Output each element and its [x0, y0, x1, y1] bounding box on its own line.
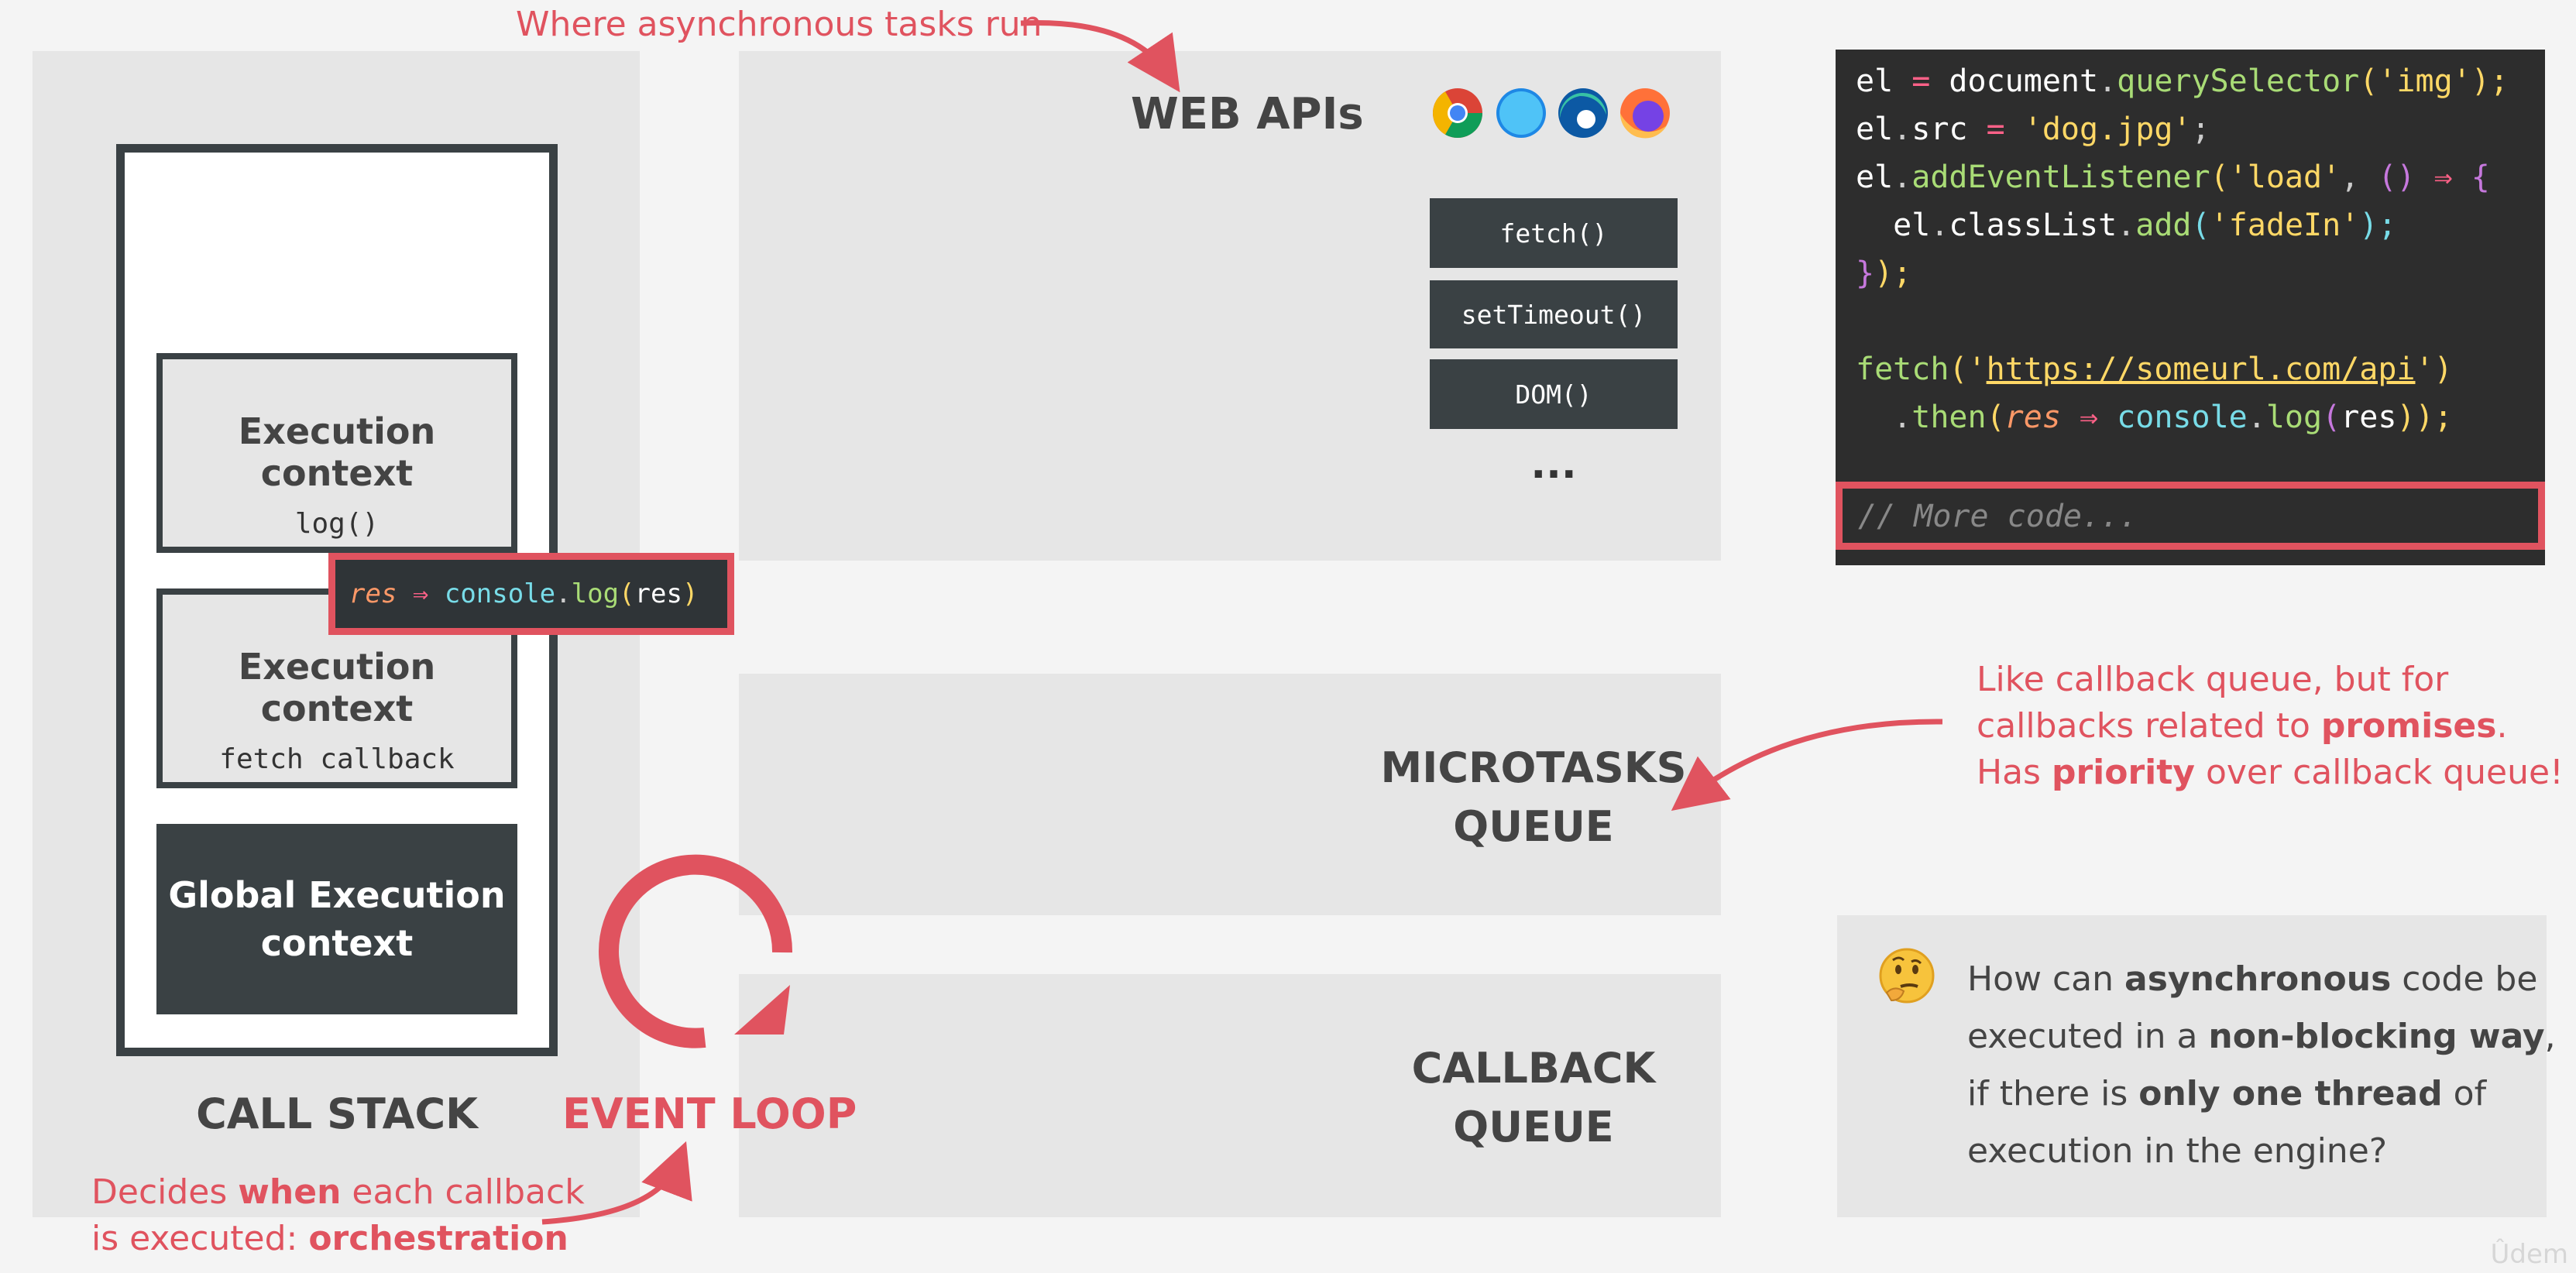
- global-execution-context: Global Execution context: [156, 824, 517, 1014]
- code-line-1: el = document.querySelector('img');: [1856, 63, 2509, 99]
- web-apis-title: WEB APIs: [1131, 89, 1364, 139]
- microtasks-queue-panel: [739, 674, 1721, 915]
- more-code-highlight: // More code...: [1836, 482, 2545, 550]
- web-apis-arrow: [1020, 20, 1180, 93]
- execution-context-sub: fetch callback: [219, 743, 455, 775]
- chrome-icon: [1433, 88, 1482, 138]
- event-loop-icon: [599, 854, 793, 1048]
- call-stack-label: CALL STACK: [196, 1089, 478, 1138]
- safari-icon: [1496, 88, 1546, 138]
- global-execution-line1: Global Execution: [168, 874, 506, 916]
- api-more: ...: [1530, 441, 1577, 488]
- edge-icon: [1558, 88, 1608, 138]
- chip-arg: res: [634, 578, 682, 609]
- thinking-emoji-icon: [1877, 946, 1936, 1005]
- microtasks-note: Like callback queue, but for callbacks r…: [1977, 660, 2564, 792]
- more-code-comment: // More code...: [1858, 499, 2138, 534]
- code-line-7: .then(res ⇒ console.log(res));: [1856, 400, 2453, 435]
- chip-function: log: [571, 578, 620, 609]
- chip-open: (: [619, 578, 635, 609]
- question-panel: [1837, 915, 2547, 1217]
- watermark: Ûdem: [2490, 1239, 2568, 1270]
- code-line-4: el.classList.add('fadeIn');: [1856, 208, 2397, 243]
- code-line-2: el.src = 'dog.jpg';: [1856, 112, 2210, 147]
- global-execution-line2: context: [260, 922, 414, 964]
- code-line-3: el.addEventListener('load', () ⇒ {: [1856, 160, 2490, 195]
- question-text: How can asynchronous code be executed in…: [1967, 959, 2556, 1171]
- api-settimeout: setTimeout(): [1430, 280, 1678, 348]
- firefox-icon: [1619, 88, 1670, 139]
- callback-chip: res ⇒ console.log(res): [328, 553, 734, 635]
- code-editor: el = document.querySelector('img'); el.s…: [1836, 50, 2545, 565]
- chip-dot: .: [555, 578, 572, 609]
- chip-arrow: ⇒: [397, 578, 445, 609]
- chip-param: res: [349, 578, 397, 609]
- execution-context-title: Execution context: [238, 646, 436, 729]
- web-apis-note: Where asynchronous tasks run: [516, 5, 1042, 44]
- event-loop-note-arrow: [541, 1141, 692, 1225]
- api-fetch: fetch(): [1430, 198, 1678, 268]
- execution-context-title: Execution context: [238, 410, 436, 494]
- microtasks-queue-label: MICROTASKS QUEUE: [1380, 743, 1687, 851]
- callback-queue-label: CALLBACK QUEUE: [1411, 1044, 1656, 1151]
- chip-close: ): [682, 578, 699, 609]
- event-loop-note: Decides when each callback is executed: …: [91, 1172, 585, 1258]
- microtasks-arrow: [1671, 719, 1943, 811]
- execution-context-log: Execution context log(): [156, 353, 517, 553]
- callback-queue-panel: [739, 974, 1721, 1217]
- execution-context-sub: log(): [294, 508, 380, 540]
- event-loop-label: EVENT LOOP: [562, 1089, 857, 1138]
- code-line-6: fetch('https://someurl.com/api'): [1856, 352, 2453, 387]
- api-dom: DOM(): [1430, 359, 1678, 429]
- chip-object: console: [444, 578, 556, 609]
- code-line-5: });: [1856, 256, 1912, 291]
